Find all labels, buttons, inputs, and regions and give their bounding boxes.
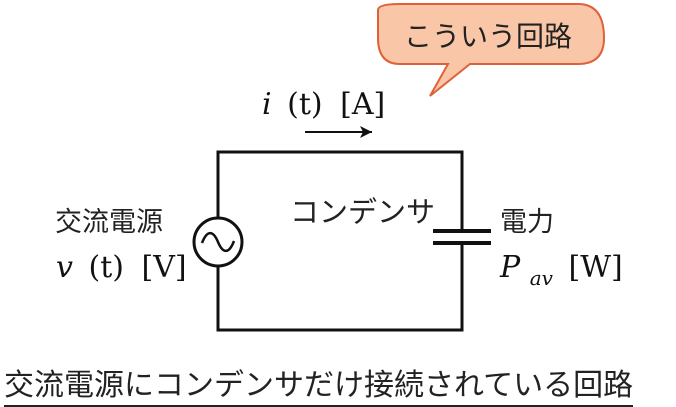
source-var: v <box>56 250 73 285</box>
power-unit: [W] <box>569 250 623 285</box>
power-var: P <box>499 250 521 285</box>
ac-source-icon <box>192 216 244 268</box>
capacitor-icon <box>433 229 491 245</box>
power-label: 電力 <box>500 207 554 238</box>
current-label: i (t) [A] <box>262 87 385 122</box>
source-voltage: v (t) [V] <box>56 250 187 285</box>
source-unit: [V] <box>142 250 187 285</box>
speech-bubble-shape <box>377 3 606 97</box>
source-label: 交流電源 <box>55 207 163 238</box>
source-arg: (t) <box>89 250 124 285</box>
svg-text:i (t) [A]: i (t) [A] <box>262 87 385 122</box>
current-unit: [A] <box>340 87 385 122</box>
caption-text: 交流電源にコンデンサだけ接続されている回路 <box>4 368 634 407</box>
speech-bubble: こういう回路 <box>377 3 606 97</box>
capacitor-label: コンデンサ <box>290 195 435 229</box>
diagram-caption: 交流電源にコンデンサだけ接続されている回路 <box>0 360 676 407</box>
circuit-wires <box>216 150 464 332</box>
power-value: P av [W] <box>499 250 623 293</box>
current-arg: (t) <box>287 87 322 122</box>
current-var: i <box>262 87 272 122</box>
power-sub: av <box>530 266 554 290</box>
current-arrow-icon <box>305 126 372 138</box>
speech-bubble-text: こういう回路 <box>404 20 572 53</box>
